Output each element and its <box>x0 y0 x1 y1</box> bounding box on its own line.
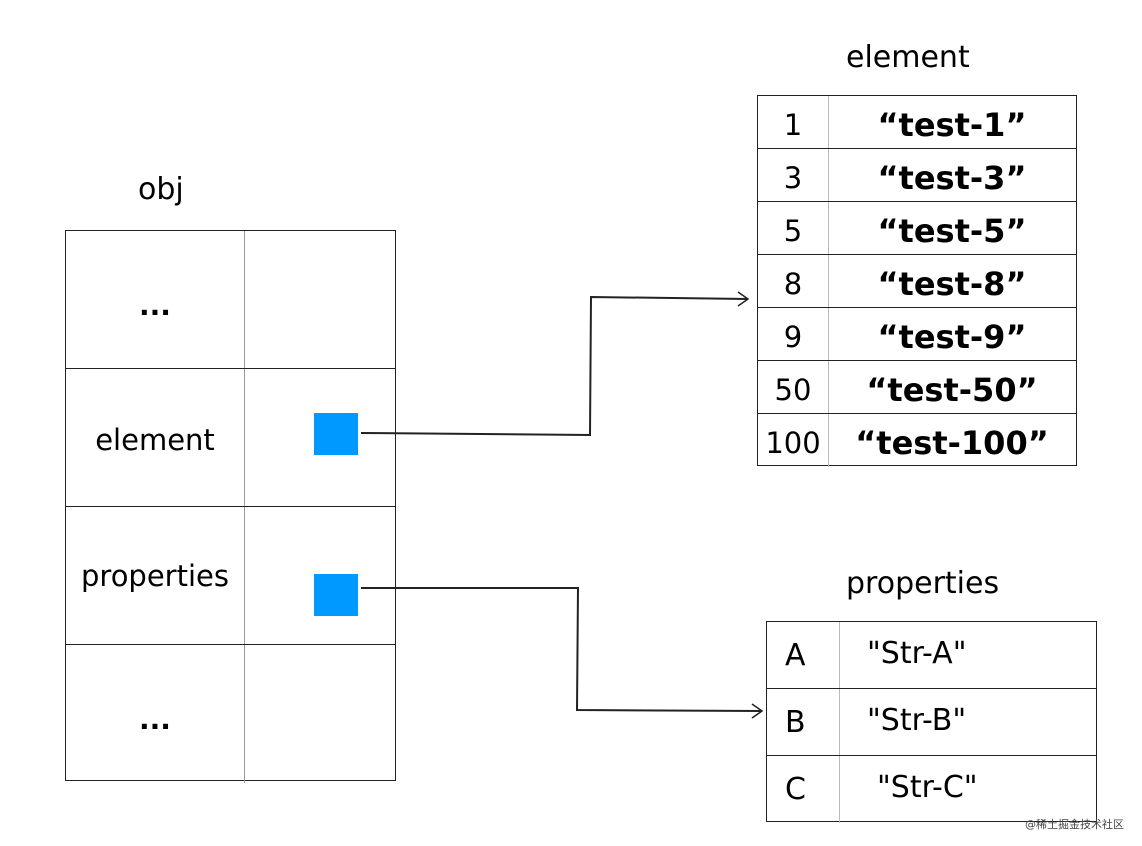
element-table-title: element <box>846 40 970 75</box>
element-key: 50 <box>774 373 812 407</box>
element-row: 100 “test-100” <box>758 414 1076 467</box>
properties-pointer <box>314 574 358 616</box>
column-divider <box>828 96 829 148</box>
element-row: 50 “test-50” <box>758 361 1076 414</box>
properties-value: "Str-A" <box>867 636 967 671</box>
properties-table: A "Str-A" B "Str-B" C "Str-C" <box>766 621 1097 823</box>
element-key: 3 <box>783 161 803 195</box>
column-divider <box>828 202 829 254</box>
obj-row-label: ... <box>139 703 171 736</box>
properties-key: B <box>785 705 806 740</box>
element-table: 1 “test-1” 3 “test-3” 5 “test-5” 8 “test… <box>757 95 1077 467</box>
element-key: 5 <box>783 214 803 248</box>
column-divider <box>244 645 245 783</box>
obj-row-properties: properties <box>66 507 395 645</box>
properties-row: B "Str-B" <box>767 689 1096 756</box>
properties-value: "Str-B" <box>867 703 967 738</box>
element-key: 100 <box>765 426 821 460</box>
column-divider <box>828 361 829 413</box>
properties-value: "Str-C" <box>877 770 978 805</box>
properties-row: A "Str-A" <box>767 622 1096 689</box>
element-row: 9 “test-9” <box>758 308 1076 361</box>
obj-title: obj <box>138 172 184 207</box>
element-value: “test-50” <box>866 371 1038 409</box>
element-value: “test-5” <box>877 212 1027 250</box>
column-divider <box>839 622 840 688</box>
element-key: 1 <box>783 108 803 142</box>
column-divider <box>839 689 840 755</box>
element-value: “test-100” <box>855 424 1049 462</box>
obj-row-ellipsis-top: ... <box>66 231 395 369</box>
obj-row-label: properties <box>81 559 229 593</box>
column-divider <box>839 756 840 823</box>
column-divider <box>828 149 829 201</box>
column-divider <box>244 507 245 644</box>
properties-connector-arrow <box>361 587 763 712</box>
element-value: “test-1” <box>877 106 1027 144</box>
column-divider <box>828 308 829 360</box>
properties-row: C "Str-C" <box>767 756 1096 823</box>
element-row: 8 “test-8” <box>758 255 1076 308</box>
element-value: “test-8” <box>877 265 1027 303</box>
column-divider <box>244 369 245 506</box>
watermark: @稀土掘金技术社区 <box>1025 818 1124 831</box>
column-divider <box>828 255 829 307</box>
obj-row-label: ... <box>139 289 171 322</box>
obj-row-label: element <box>95 423 215 457</box>
properties-arrowhead <box>751 703 764 719</box>
properties-key: C <box>785 772 806 807</box>
element-arrowhead <box>737 291 750 307</box>
obj-row-element: element <box>66 369 395 507</box>
element-pointer <box>314 413 358 455</box>
element-key: 9 <box>783 320 803 354</box>
element-connector-arrow <box>360 295 749 437</box>
element-row: 3 “test-3” <box>758 149 1076 202</box>
obj-table: ... element properties ... <box>65 230 396 783</box>
element-key: 8 <box>783 267 803 301</box>
column-divider <box>828 414 829 467</box>
column-divider <box>244 231 245 368</box>
properties-table-title: properties <box>846 566 1000 601</box>
element-value: “test-9” <box>877 318 1027 356</box>
properties-key: A <box>785 638 806 673</box>
element-row: 1 “test-1” <box>758 96 1076 149</box>
obj-row-ellipsis-bottom: ... <box>66 645 395 783</box>
element-row: 5 “test-5” <box>758 202 1076 255</box>
element-value: “test-3” <box>877 159 1027 197</box>
